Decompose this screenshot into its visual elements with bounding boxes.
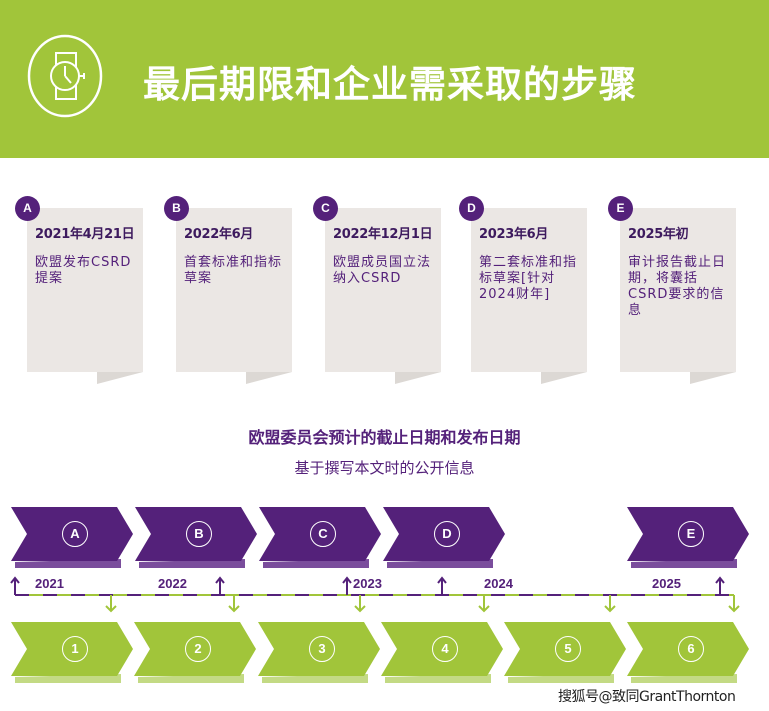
page-title: 最后期限和企业需采取的步骤 <box>143 63 637 106</box>
chevron-step-5: 5 <box>504 622 629 698</box>
header-banner: 最后期限和企业需采取的步骤 <box>0 0 769 158</box>
card-paper <box>176 208 292 372</box>
milestone-label: E <box>678 521 704 547</box>
chevron-step-6: 6 <box>627 622 752 698</box>
card-fold <box>690 372 736 384</box>
card-badge: E <box>608 196 633 221</box>
chevron-step-1: 1 <box>11 622 136 698</box>
step-number: 4 <box>432 636 458 662</box>
step-number: 5 <box>555 636 581 662</box>
card-date: 2021年4月21日 <box>35 227 135 242</box>
milestone-card-c: C 2022年12月1日 欧盟成员国立法纳入CSRD <box>313 196 441 384</box>
card-description: 首套标准和指标草案 <box>184 255 283 286</box>
year-label: 2022 <box>158 576 187 591</box>
milestone-card-e: E 2025年初 审计报告截止日期，将囊括CSRD要求的信息 <box>608 196 736 384</box>
year-label: 2024 <box>484 576 513 591</box>
timeline-axis: 2021 2022 2023 2024 2025 <box>0 570 769 615</box>
milestone-card-d: D 2023年6月 第二套标准和指标草案[针对2024财年] <box>459 196 587 384</box>
year-label: 2021 <box>35 576 64 591</box>
card-fold <box>541 372 587 384</box>
card-badge: A <box>15 196 40 221</box>
chevron-step-4: 4 <box>381 622 506 698</box>
card-badge: C <box>313 196 338 221</box>
chevron-step-2: 2 <box>134 622 259 698</box>
milestone-card-a: A 2021年4月21日 欧盟发布CSRD提案 <box>15 196 143 384</box>
card-description: 第二套标准和指标草案[针对2024财年] <box>479 255 578 302</box>
card-date: 2025年初 <box>628 227 689 242</box>
card-description: 欧盟发布CSRD提案 <box>35 255 132 286</box>
milestone-label: A <box>62 521 88 547</box>
card-date: 2022年12月1日 <box>333 227 433 242</box>
step-number: 1 <box>62 636 88 662</box>
chevron-milestone-b: B <box>135 507 260 583</box>
step-number: 2 <box>185 636 211 662</box>
year-label: 2025 <box>652 576 681 591</box>
card-badge: D <box>459 196 484 221</box>
milestone-label: C <box>310 521 336 547</box>
card-paper <box>471 208 587 372</box>
milestone-label: B <box>186 521 212 547</box>
milestone-label: D <box>434 521 460 547</box>
card-badge: B <box>164 196 189 221</box>
watch-icon <box>27 34 103 118</box>
card-description: 审计报告截止日期，将囊括CSRD要求的信息 <box>628 255 727 318</box>
timeline-title: 欧盟委员会预计的截止日期和发布日期 <box>248 428 521 447</box>
card-fold <box>97 372 143 384</box>
card-fold <box>395 372 441 384</box>
chevron-milestone-c: C <box>259 507 384 583</box>
timeline-line <box>10 576 740 613</box>
chevron-milestone-e: E <box>627 507 752 583</box>
timeline-subtitle: 基于撰写本文时的公开信息 <box>294 459 475 477</box>
card-paper <box>620 208 736 372</box>
card-fold <box>246 372 292 384</box>
card-date: 2022年6月 <box>184 227 254 242</box>
step-number: 6 <box>678 636 704 662</box>
year-label: 2023 <box>353 576 382 591</box>
card-paper <box>27 208 143 372</box>
card-description: 欧盟成员国立法纳入CSRD <box>333 255 432 286</box>
chevron-milestone-d: D <box>383 507 508 583</box>
card-paper <box>325 208 441 372</box>
milestone-card-b: B 2022年6月 首套标准和指标草案 <box>164 196 292 384</box>
watermark: 搜狐号@致同GrantThornton <box>558 689 736 705</box>
step-number: 3 <box>309 636 335 662</box>
chevron-step-3: 3 <box>258 622 383 698</box>
card-date: 2023年6月 <box>479 227 549 242</box>
chevron-milestone-a: A <box>11 507 136 583</box>
